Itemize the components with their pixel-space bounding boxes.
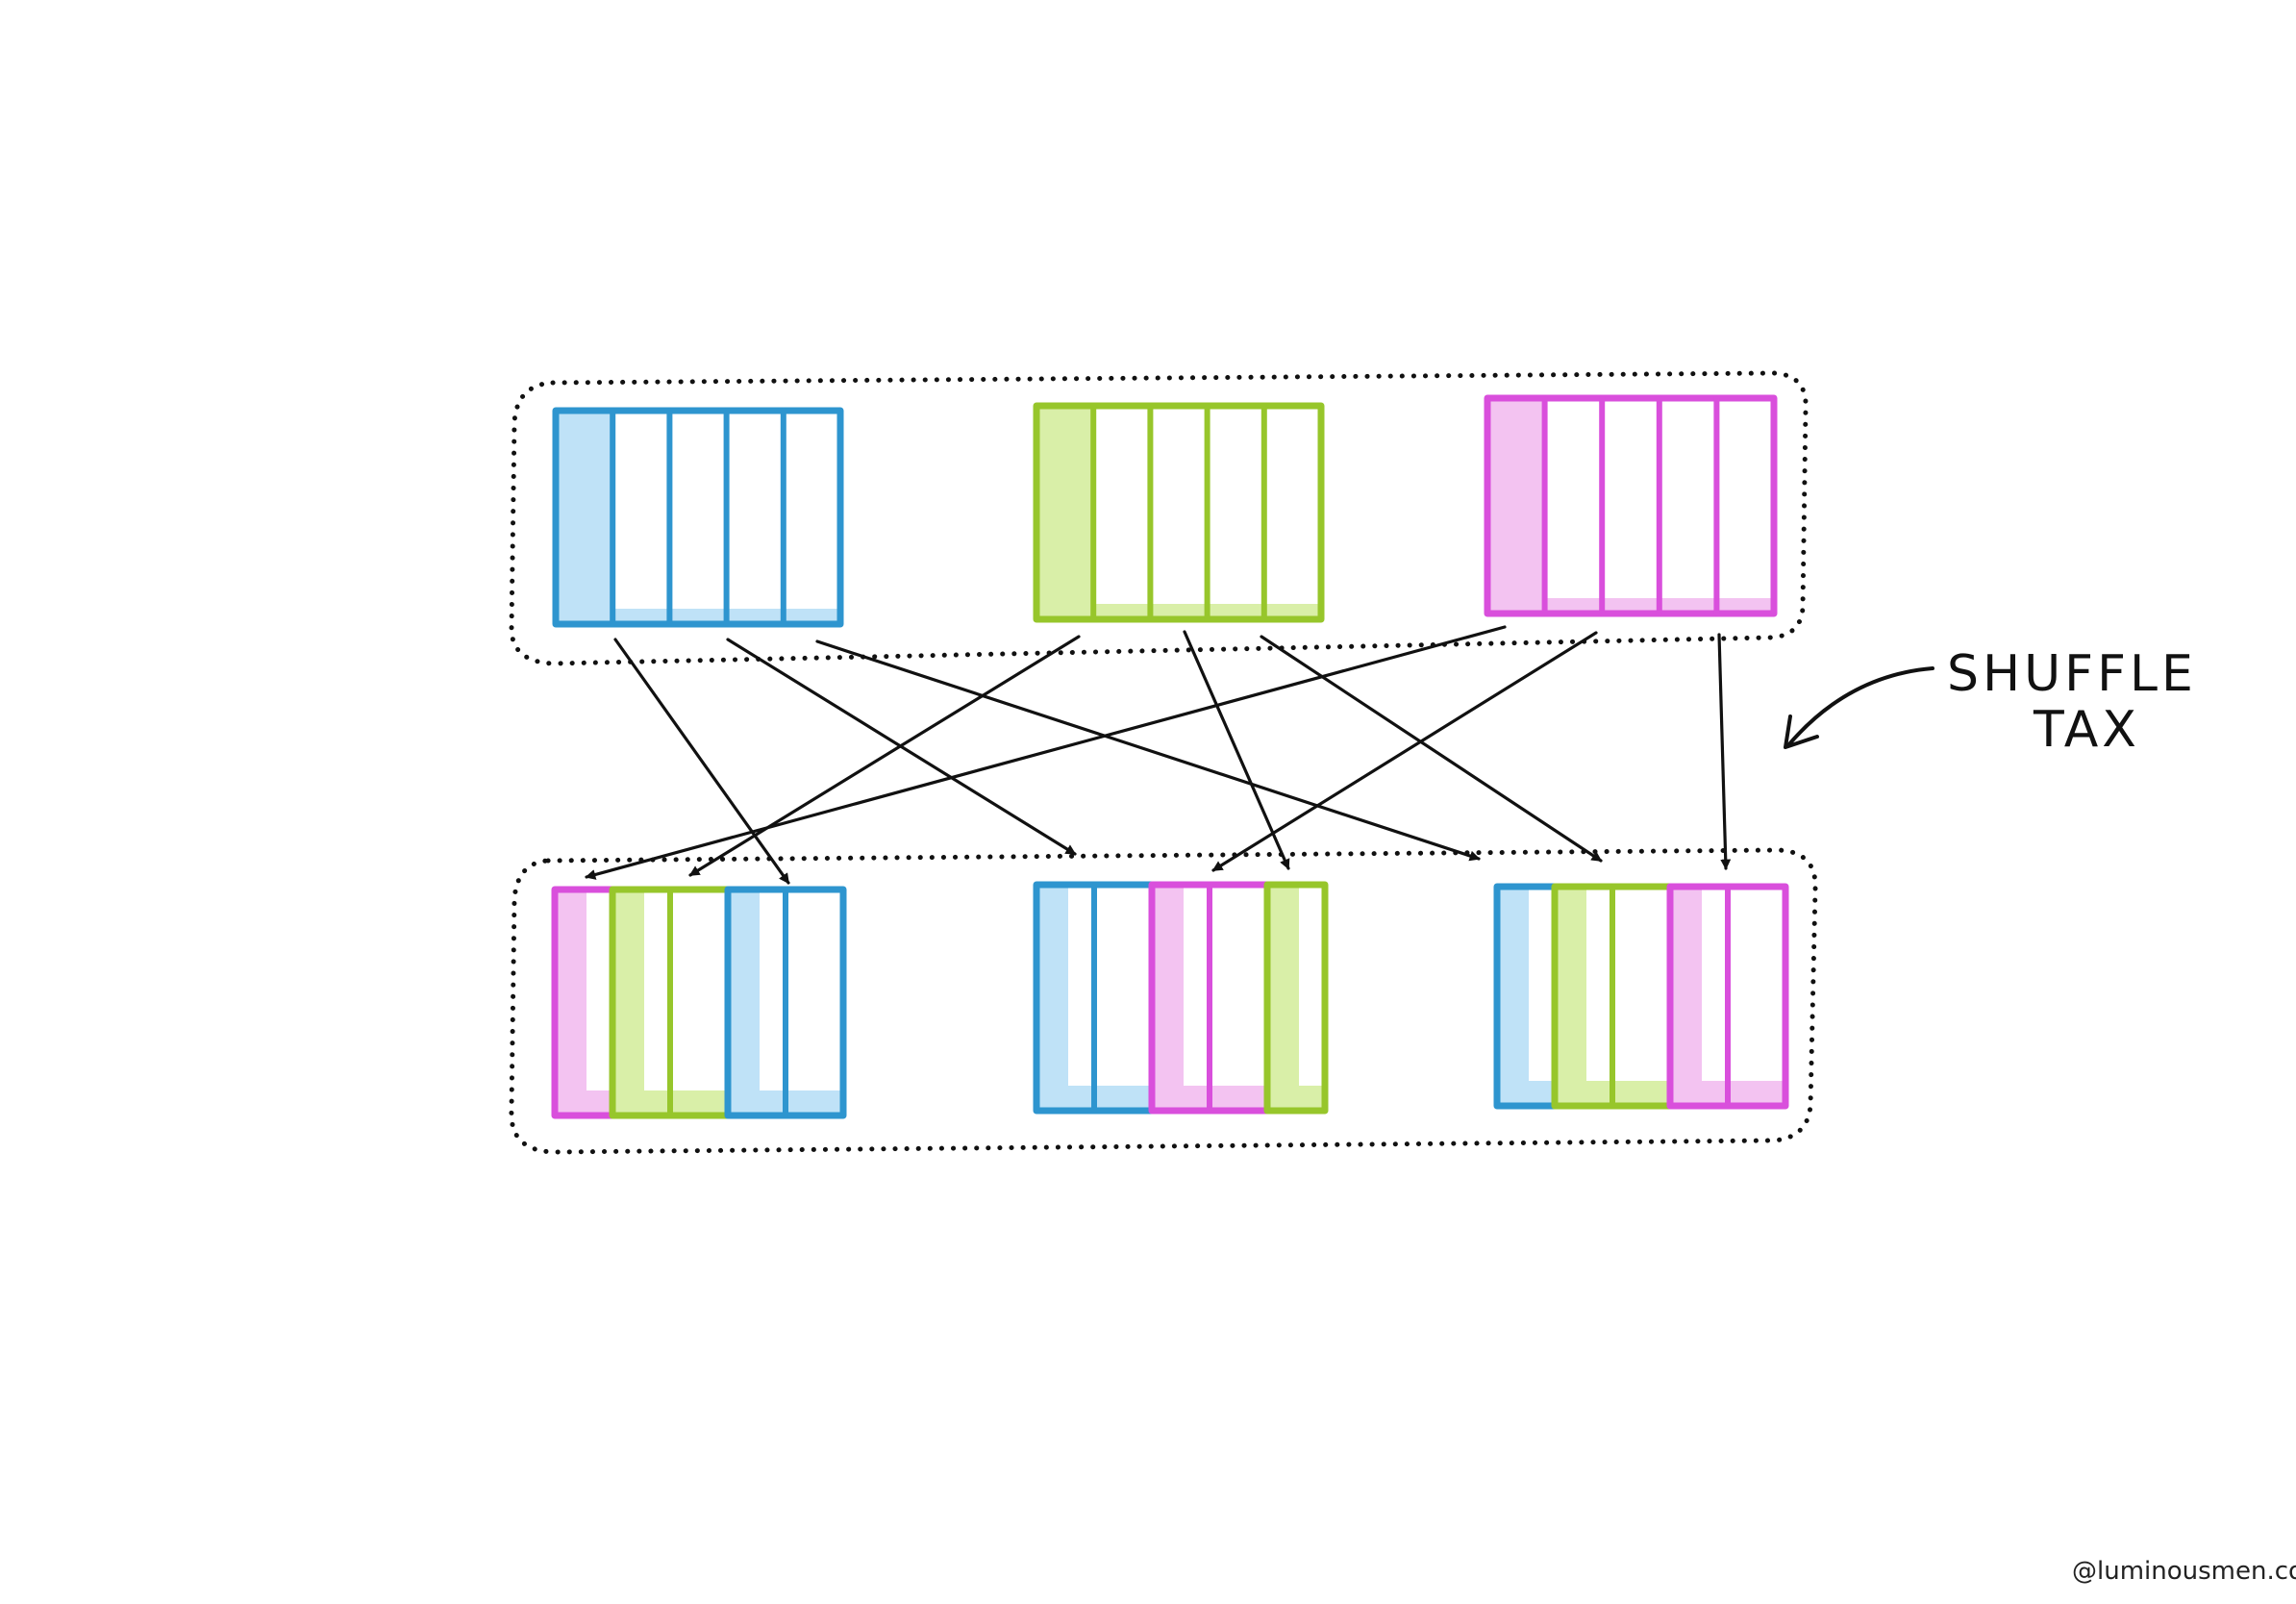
segment-shade-bottom xyxy=(1497,1081,1555,1106)
segment-shade-bottom xyxy=(555,1090,612,1115)
segment-magenta xyxy=(1148,881,1271,1115)
shuffle-arrow-green-to-target-2 xyxy=(1183,630,1290,870)
segment-shade xyxy=(555,890,586,1115)
segment-shade xyxy=(728,890,760,1115)
source-stage-group xyxy=(509,370,1809,666)
source-shade-bottom xyxy=(1036,604,1321,619)
source-partition-magenta xyxy=(1484,394,1778,617)
source-shade-bottom xyxy=(1487,598,1774,614)
shuffle-arrow-magenta-to-target-1 xyxy=(585,625,1507,880)
credit-watermark: @luminousmen.com xyxy=(2072,1557,2296,1586)
segment-magenta xyxy=(1666,883,1789,1110)
shuffle-arrow-magenta-to-target-3 xyxy=(1717,633,1732,870)
shuffle-arrow-green-to-target-3 xyxy=(1260,635,1603,863)
source-shade-first-cell xyxy=(556,411,613,624)
shuffle-arrow-blue-to-target-3 xyxy=(815,639,1481,862)
source-box-outline xyxy=(1484,394,1778,617)
segment-shade xyxy=(1036,885,1068,1111)
source-shade-bottom xyxy=(556,609,840,624)
segment-shade xyxy=(1152,885,1184,1111)
segment-shade-bottom xyxy=(1267,1086,1325,1111)
annotation-pointer-line xyxy=(1786,666,1934,747)
segment-magenta xyxy=(551,886,616,1119)
source-shade-first-cell xyxy=(1487,398,1545,614)
source-shade-first-cell xyxy=(1036,406,1094,619)
target-partition-target-3 xyxy=(1493,883,1789,1110)
target-partition-target-2 xyxy=(1033,881,1329,1115)
segment-shade xyxy=(612,890,644,1115)
segment-shade xyxy=(1497,887,1529,1106)
segment-green xyxy=(609,886,732,1119)
annotation-line1: SHUFFLE xyxy=(1947,645,2197,703)
shuffle-arrow-green-to-target-1 xyxy=(688,635,1081,877)
source-box-outline xyxy=(552,407,844,628)
shuffle-arrow-magenta-to-target-2 xyxy=(1211,631,1598,872)
source-box-outline xyxy=(1033,402,1325,623)
shuffle-arrow-blue-to-target-1 xyxy=(613,638,790,885)
segment-blue xyxy=(1493,883,1559,1110)
annotation-pointer-head xyxy=(1784,714,1819,749)
segment-blue xyxy=(1033,881,1156,1115)
target-partition-target-1 xyxy=(551,886,847,1119)
segment-shade xyxy=(1555,887,1586,1106)
segment-green xyxy=(1263,881,1329,1115)
source-partition-blue xyxy=(552,407,844,628)
segment-outline xyxy=(1263,881,1329,1115)
segment-shade xyxy=(1670,887,1702,1106)
segment-green xyxy=(1551,883,1674,1110)
annotation-line2: TAX xyxy=(2033,701,2140,759)
target-stage-group xyxy=(509,847,1818,1155)
source-partition-green xyxy=(1033,402,1325,623)
segment-shade xyxy=(1267,885,1299,1111)
segment-blue xyxy=(724,886,847,1119)
